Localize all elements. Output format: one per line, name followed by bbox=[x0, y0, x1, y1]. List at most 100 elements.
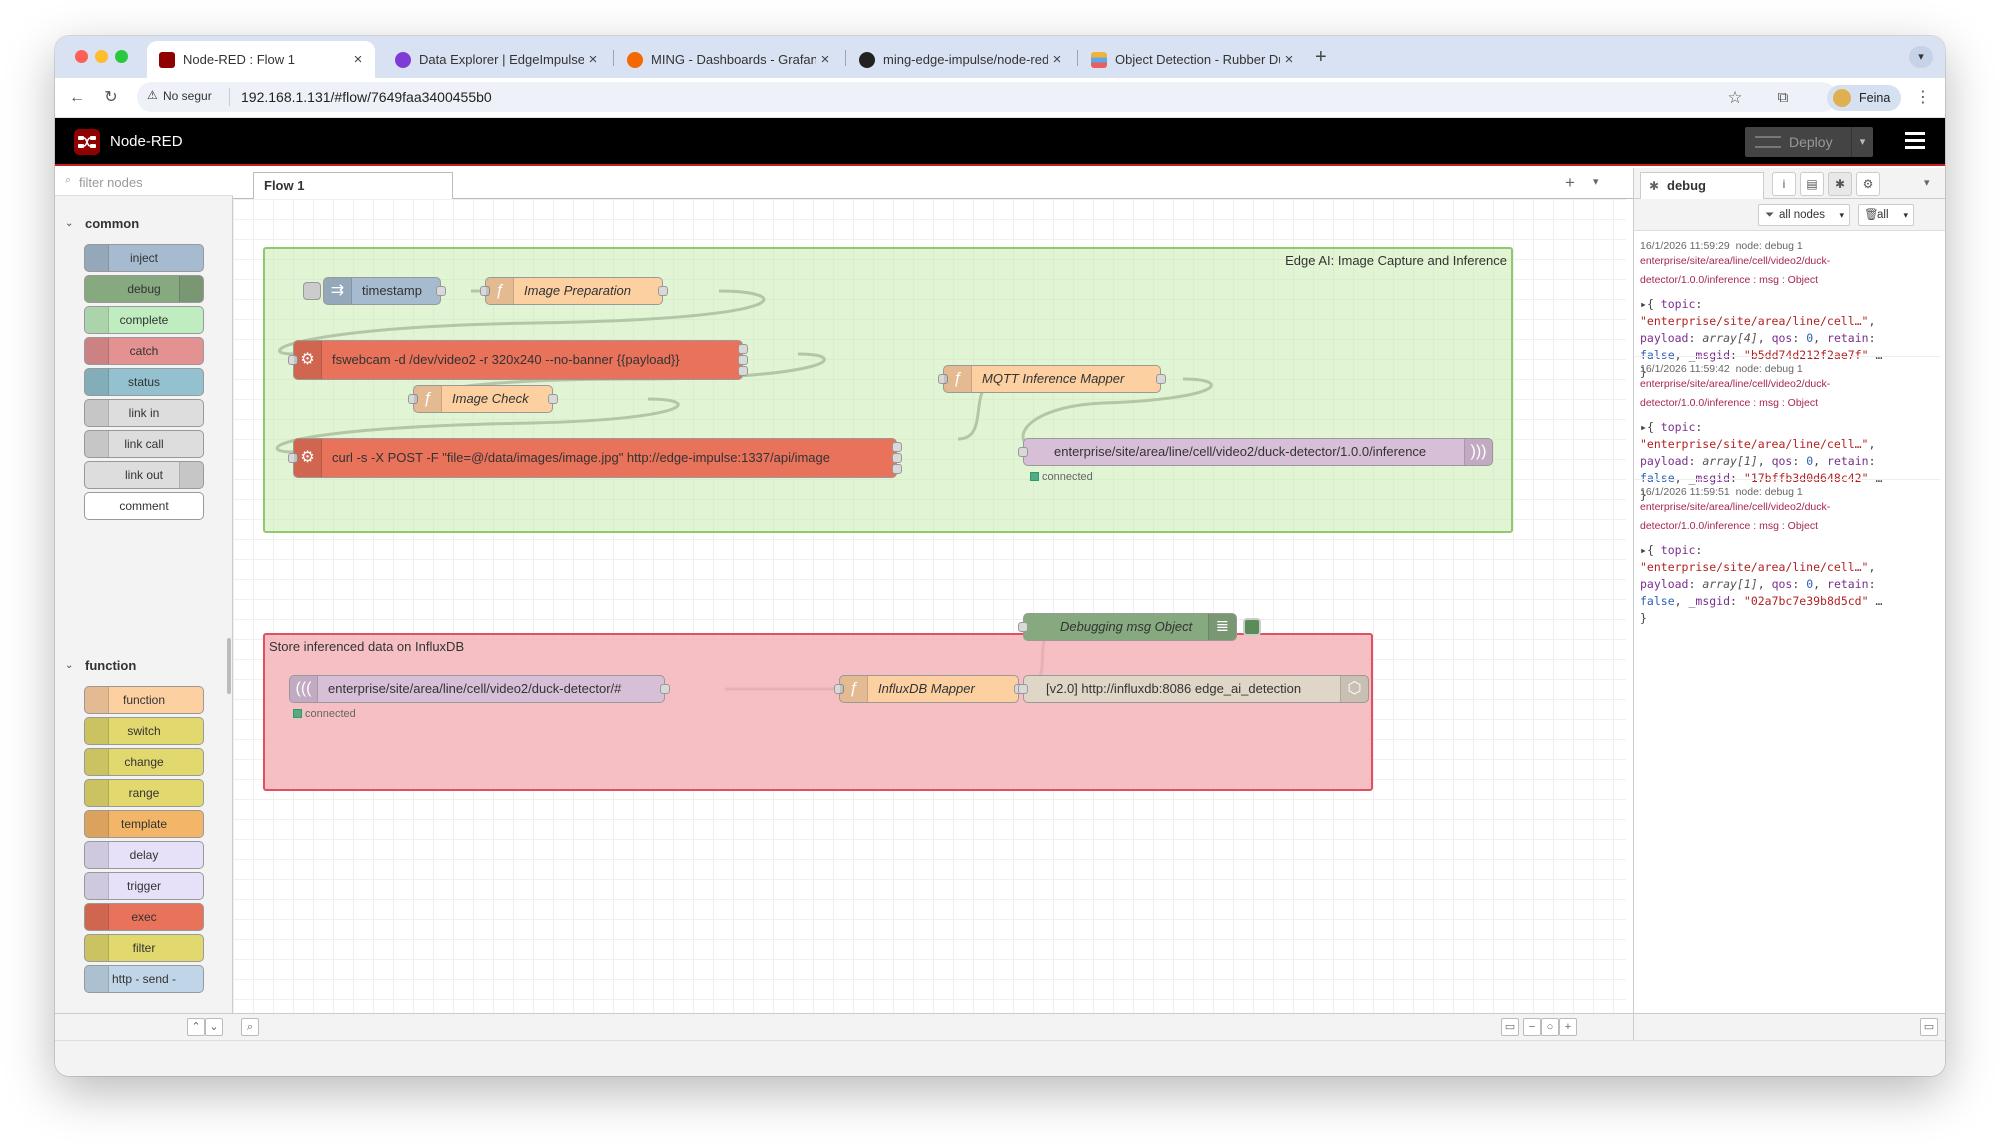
add-flow-plus-icon[interactable]: + bbox=[1565, 173, 1575, 192]
browser-tab-nodered[interactable]: Node-RED : Flow 1 × bbox=[147, 41, 375, 78]
security-label[interactable]: No segur bbox=[163, 89, 212, 103]
input-port[interactable] bbox=[834, 684, 844, 694]
node-image-preparation[interactable]: ƒ Image Preparation bbox=[480, 277, 668, 305]
debug-node-name[interactable]: node: debug 1 bbox=[1735, 486, 1803, 498]
close-window-button[interactable] bbox=[75, 50, 88, 63]
input-port[interactable] bbox=[408, 394, 418, 404]
url-text[interactable]: 192.168.1.131/#flow/7649faa3400455b0 bbox=[241, 89, 492, 105]
palette-node-filter[interactable]: filter bbox=[84, 934, 204, 962]
output-port[interactable] bbox=[658, 286, 668, 296]
output-port[interactable] bbox=[660, 684, 670, 694]
palette-node-comment[interactable]: comment bbox=[84, 492, 204, 520]
zoom-out-icon[interactable]: − bbox=[1523, 1018, 1541, 1036]
address-bar[interactable]: ⚠ No segur 192.168.1.131/#flow/7649faa34… bbox=[137, 82, 1837, 112]
browser-tab-object-detection[interactable]: Object Detection - Rubber Duck × bbox=[1081, 41, 1306, 78]
palette-filter-input[interactable]: filter nodes bbox=[79, 175, 143, 190]
main-menu-hamburger-icon[interactable] bbox=[1905, 132, 1925, 150]
output-port-3[interactable] bbox=[892, 464, 902, 474]
input-port[interactable] bbox=[1018, 622, 1028, 632]
node-mqtt-inference-mapper[interactable]: ƒ MQTT Inference Mapper bbox=[938, 365, 1166, 393]
navigator-map-icon[interactable]: ▭ bbox=[1501, 1018, 1519, 1036]
input-port[interactable] bbox=[288, 355, 298, 365]
filter-nodes-button[interactable]: ⏷ all nodes ▾ bbox=[1758, 204, 1850, 226]
input-port[interactable] bbox=[1018, 447, 1028, 457]
debug-object-tree[interactable]: ▸{ topic: "enterprise/site/area/line/cel… bbox=[1640, 297, 1883, 379]
flow-list-chevron-icon[interactable]: ▾ bbox=[1593, 176, 1599, 188]
info-icon[interactable]: i bbox=[1772, 172, 1796, 196]
browser-menu-icon[interactable]: ⋮ bbox=[1915, 89, 1931, 106]
debug-node-name[interactable]: node: debug 1 bbox=[1735, 363, 1803, 375]
palette-node-http-send[interactable]: http - send - bbox=[84, 965, 204, 993]
expand-all-icon[interactable]: ⌄ bbox=[205, 1018, 223, 1036]
palette-node-link-out[interactable]: link out bbox=[84, 461, 204, 489]
palette-node-complete[interactable]: complete bbox=[84, 306, 204, 334]
flow-canvas[interactable]: Edge AI: Image Capture and Inference Sto… bbox=[233, 199, 1626, 1013]
tab-search-chevron-icon[interactable]: ▾ bbox=[1909, 46, 1933, 68]
node-fswebcam-exec[interactable]: ⚙ fswebcam -d /dev/video2 -r 320x240 --n… bbox=[288, 340, 748, 380]
tab-debug[interactable]: ✱ debug bbox=[1640, 172, 1764, 200]
palette-node-template[interactable]: template bbox=[84, 810, 204, 838]
palette-filter[interactable]: ⌕ filter nodes bbox=[55, 168, 233, 196]
search-flows-icon[interactable]: ⌕ bbox=[241, 1018, 259, 1036]
output-port-2[interactable] bbox=[892, 453, 902, 463]
close-tab-icon[interactable]: × bbox=[588, 51, 598, 68]
zoom-reset-icon[interactable]: ○ bbox=[1541, 1018, 1559, 1036]
node-debugging-msg-object[interactable]: Debugging msg Object ≣ bbox=[1018, 613, 1237, 641]
group-influxdb[interactable]: Store inferenced data on InfluxDB bbox=[263, 633, 1373, 791]
clear-messages-button[interactable]: 🗑 all ▾ bbox=[1858, 204, 1914, 226]
debug-bug-icon[interactable]: ✱ bbox=[1828, 172, 1852, 196]
minimize-window-button[interactable] bbox=[95, 50, 108, 63]
close-tab-icon[interactable]: × bbox=[1052, 51, 1062, 68]
config-gear-icon[interactable]: ⚙ bbox=[1856, 172, 1880, 196]
close-tab-icon[interactable]: × bbox=[353, 51, 363, 68]
profile-button[interactable]: Feina bbox=[1827, 85, 1901, 111]
help-book-icon[interactable]: ▤ bbox=[1800, 172, 1824, 196]
output-port-1[interactable] bbox=[738, 344, 748, 354]
input-port[interactable] bbox=[288, 453, 298, 463]
input-port[interactable] bbox=[480, 286, 490, 296]
close-tab-icon[interactable]: × bbox=[1284, 51, 1294, 68]
palette-node-change[interactable]: change bbox=[84, 748, 204, 776]
palette-node-status[interactable]: status bbox=[84, 368, 204, 396]
output-port[interactable] bbox=[1156, 374, 1166, 384]
extensions-puzzle-icon[interactable]: ⧉ bbox=[1777, 89, 1789, 106]
debug-object-tree[interactable]: ▸{ topic: "enterprise/site/area/line/cel… bbox=[1640, 543, 1883, 625]
browser-tab-grafana[interactable]: MING - Dashboards - Grafana × bbox=[617, 41, 842, 78]
reload-icon[interactable]: ↻ bbox=[104, 89, 118, 106]
expand-triangle-icon[interactable]: ▸ bbox=[1640, 297, 1647, 311]
browser-tab-github[interactable]: ming-edge-impulse/node-red × bbox=[849, 41, 1074, 78]
browser-tab-edgeimpulse[interactable]: Data Explorer | EdgeImpulse × bbox=[385, 41, 610, 78]
close-tab-icon[interactable]: × bbox=[820, 51, 830, 68]
palette-scrollbar[interactable] bbox=[227, 638, 231, 694]
node-influxdb-out[interactable]: [v2.0] http://influxdb:8086 edge_ai_dete… bbox=[1018, 675, 1369, 703]
sidebar-menu-chevron-icon[interactable]: ▾ bbox=[1924, 177, 1930, 189]
collapse-all-icon[interactable]: ⌃ bbox=[187, 1018, 205, 1036]
node-influxdb-mapper[interactable]: ƒ InfluxDB Mapper bbox=[834, 675, 1024, 703]
output-port-2[interactable] bbox=[738, 355, 748, 365]
output-port-3[interactable] bbox=[738, 366, 748, 376]
inject-trigger-button[interactable] bbox=[303, 282, 321, 300]
expand-triangle-icon[interactable]: ▸ bbox=[1640, 420, 1647, 434]
node-mqtt-out[interactable]: enterprise/site/area/line/cell/video2/du… bbox=[1018, 438, 1493, 466]
input-port[interactable] bbox=[938, 374, 948, 384]
debug-toggle-button[interactable] bbox=[1243, 618, 1261, 636]
new-tab-button[interactable]: + bbox=[1315, 46, 1327, 68]
popout-window-icon[interactable]: ▭ bbox=[1920, 1018, 1938, 1036]
expand-triangle-icon[interactable]: ▸ bbox=[1640, 543, 1647, 557]
palette-node-function[interactable]: function bbox=[84, 686, 204, 714]
output-port[interactable] bbox=[436, 286, 446, 296]
palette-node-switch[interactable]: switch bbox=[84, 717, 204, 745]
bookmark-star-icon[interactable]: ☆ bbox=[1727, 88, 1743, 107]
deploy-menu-chevron-icon[interactable]: ▾ bbox=[1851, 127, 1873, 157]
output-port-1[interactable] bbox=[892, 442, 902, 452]
deploy-button[interactable]: Deploy ▾ bbox=[1745, 127, 1873, 157]
palette-node-range[interactable]: range bbox=[84, 779, 204, 807]
zoom-in-icon[interactable]: + bbox=[1559, 1018, 1577, 1036]
palette-node-link-in[interactable]: link in bbox=[84, 399, 204, 427]
palette-node-delay[interactable]: delay bbox=[84, 841, 204, 869]
palette-node-catch[interactable]: catch bbox=[84, 337, 204, 365]
node-mqtt-in[interactable]: ((( enterprise/site/area/line/cell/video… bbox=[289, 675, 670, 703]
